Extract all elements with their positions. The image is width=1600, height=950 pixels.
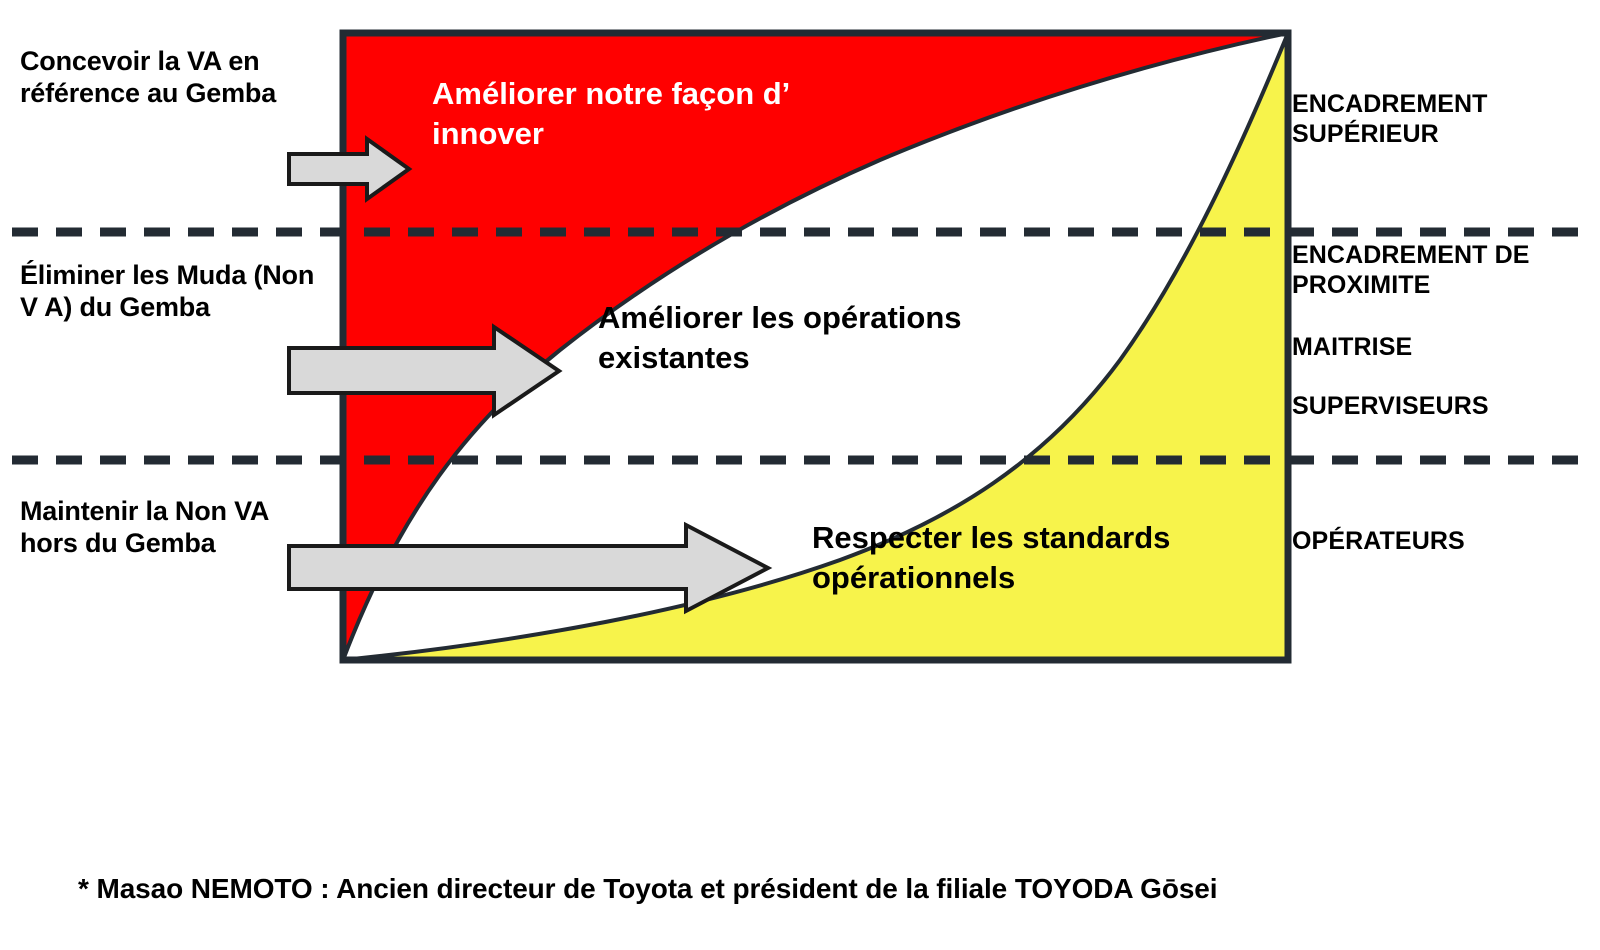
label-maitrise: MAITRISE: [1292, 333, 1413, 361]
label-maintenir-non-va: Maintenir la Non VA hors du Gemba: [20, 496, 269, 558]
label-encadrement-proximite: ENCADREMENT DE PROXIMITE: [1292, 241, 1530, 299]
region-standards: [343, 33, 1288, 660]
zone-label-operations-existantes: Améliorer les opérations existantes: [598, 300, 962, 375]
arrow-concevoir: [287, 135, 413, 203]
arrow-maintenir: [287, 521, 773, 615]
label-encadrement-superieur: ENCADREMENT SUPÉRIEUR: [1292, 90, 1488, 148]
region-innovate: [343, 33, 1288, 660]
label-concevoir-va: Concevoir la VA en référence au Gemba: [20, 46, 277, 108]
region-innovate-outline: [341, 31, 1289, 661]
arrow-eliminer: [287, 323, 563, 419]
zone-label-standards-operationnels: Respecter les standards opérationnels: [812, 520, 1171, 595]
label-operateurs: OPÉRATEURS: [1292, 527, 1465, 555]
zone-label-innover: Améliorer notre façon d’ innover: [432, 76, 789, 151]
label-eliminer-muda: Éliminer les Muda (Non V A) du Gemba: [20, 260, 315, 322]
footnote-masao-nemoto: * Masao NEMOTO : Ancien directeur de Toy…: [78, 873, 1218, 904]
region-standards-outline: [342, 32, 1290, 662]
label-superviseurs: SUPERVISEURS: [1292, 392, 1489, 420]
